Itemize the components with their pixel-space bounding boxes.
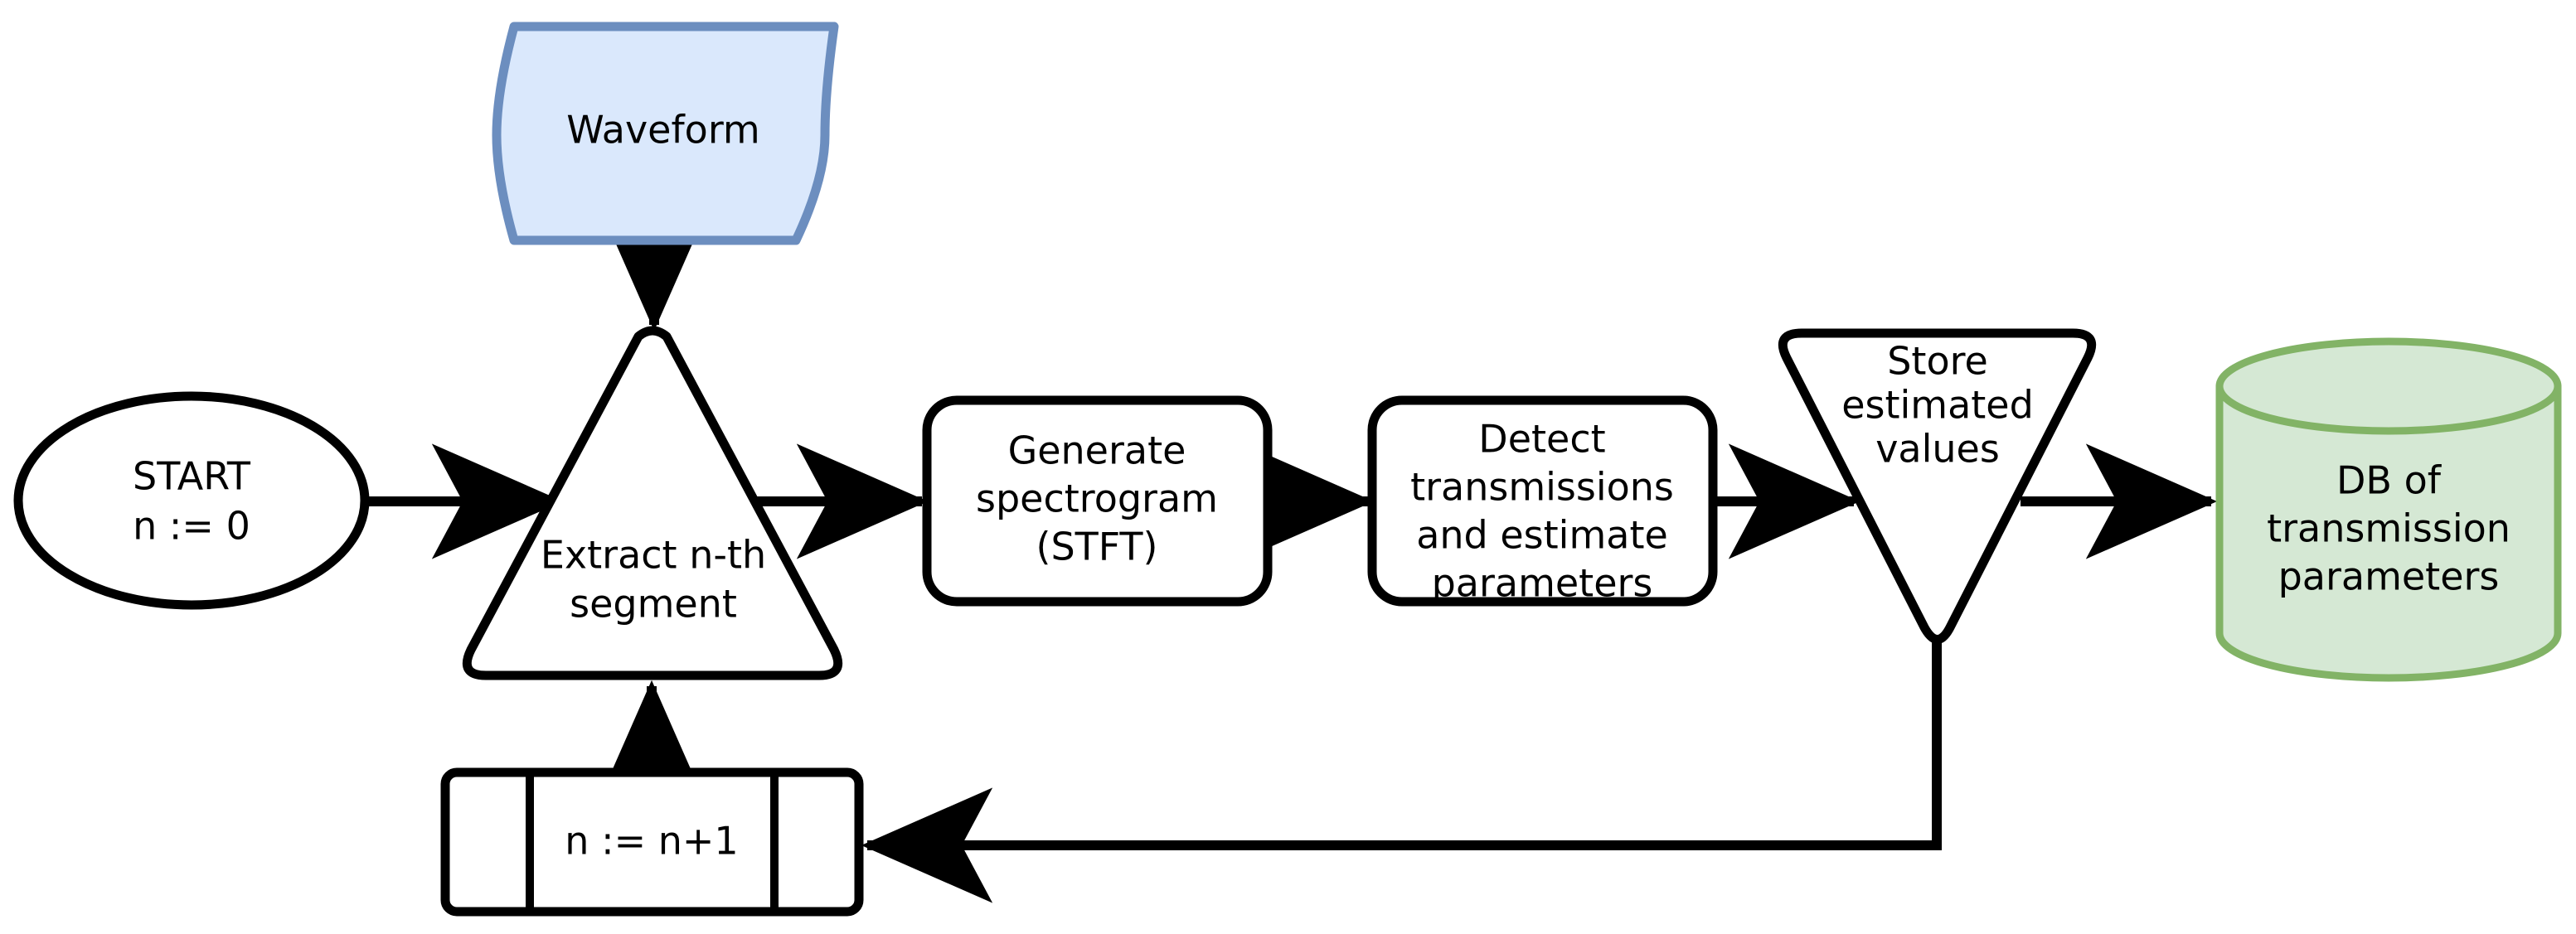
node-extract-segment[interactable]: Extract n-th segment — [463, 326, 842, 680]
store-values-label-line2: estimated — [1841, 383, 2034, 428]
generate-spectrogram-label-line1: Generate — [1008, 428, 1186, 473]
waveform-shape — [492, 22, 839, 245]
edges-layer — [366, 199, 2218, 903]
detect-transmissions-label-line3: and estimate — [1416, 513, 1668, 558]
detect-transmissions-shape — [1367, 395, 1718, 607]
waveform-label: Waveform — [566, 108, 760, 152]
generate-spectrogram-label-line3: (STFT) — [1036, 525, 1158, 569]
store-values-label-line3: values — [1875, 427, 2000, 472]
detect-transmissions-label-line1: Detect — [1478, 417, 1605, 462]
increment-n-shape — [440, 767, 864, 917]
edge-store-to-increment — [861, 636, 1942, 903]
db-label-line3: parameters — [2278, 554, 2500, 599]
db-cylinder-lid — [2215, 382, 2562, 435]
node-db-transmission-parameters[interactable]: DB of transmission parameters — [2215, 337, 2562, 682]
node-detect-transmissions[interactable]: Detect transmissions and estimate parame… — [1367, 395, 1718, 607]
generate-spectrogram-label-line2: spectrogram — [976, 477, 1218, 521]
extract-segment-label-line1: Extract n-th — [541, 533, 766, 578]
start-label-line2: n := 0 — [133, 504, 250, 549]
node-generate-spectrogram[interactable]: Generate spectrogram (STFT) — [922, 395, 1273, 607]
extract-segment-shape — [463, 326, 842, 680]
extract-segment-label-line2: segment — [570, 582, 737, 627]
db-label-line2: transmission — [2267, 506, 2511, 551]
node-start[interactable]: START n := 0 — [13, 391, 370, 610]
node-increment-n[interactable]: n := n+1 — [440, 767, 864, 917]
generate-spectrogram-shape — [922, 395, 1273, 607]
store-values-shape — [1778, 328, 2096, 644]
db-label-line1: DB of — [2336, 458, 2443, 503]
node-waveform[interactable]: Waveform — [492, 22, 839, 245]
store-values-label-line1: Store — [1887, 339, 1988, 384]
detect-transmissions-label-line2: transmissions — [1410, 465, 1674, 510]
start-label-line1: START — [133, 454, 251, 499]
node-store-values[interactable]: Store estimated values — [1778, 328, 2096, 644]
detect-transmissions-label-line4: parameters — [1432, 561, 1653, 606]
increment-n-label: n := n+1 — [565, 819, 738, 864]
start-shape — [13, 391, 370, 610]
